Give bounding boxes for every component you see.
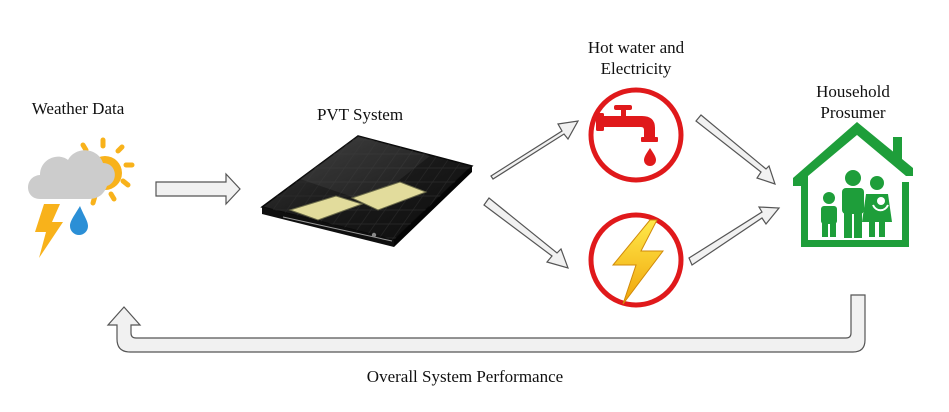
pvt-label: PVT System [316,105,404,124]
lightning-icon [35,204,63,258]
arrow-pvt-to-electricity [483,197,569,269]
family-house-icon [793,122,913,247]
lightning-bolt-icon [588,212,684,308]
outputs-title-line1: Hot water and [587,38,685,57]
arrow-pvt-to-hot-water [490,120,580,180]
weather-storm-icon [28,137,135,258]
feedback-label: Overall System Performance [366,367,564,386]
arrow-hot-water-to-household [695,114,776,185]
outputs-title-line2: Electricity [600,59,672,78]
raindrop-icon [70,206,88,235]
weather-label: Weather Data [31,99,125,118]
arrow-weather-to-pvt [155,172,241,206]
arrow-feedback-loop [106,294,866,353]
cloud-icon [28,150,115,199]
water-tap-icon [588,87,684,183]
pvt-panel-icon [260,135,474,247]
arrow-electricity-to-household [688,206,781,266]
family-icon [821,170,892,238]
household-label-line2: Prosumer [820,103,886,122]
household-label-line1: Household [816,82,890,101]
